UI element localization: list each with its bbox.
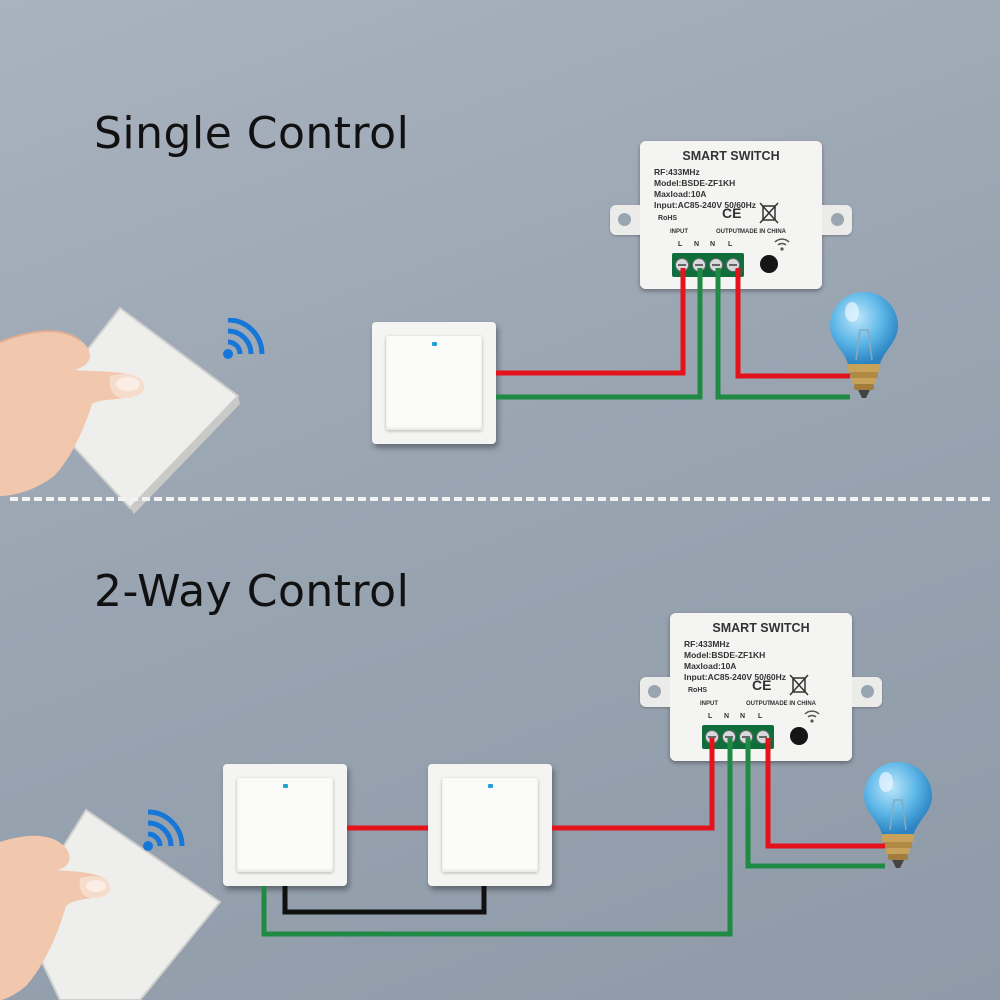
section-divider — [10, 497, 990, 501]
terminal-label-l2: L — [728, 241, 733, 248]
terminal-label-n1: N — [724, 713, 730, 720]
terminal-label-n2: N — [710, 241, 716, 248]
pairing-button — [790, 727, 808, 745]
module-rf: RF:433MHz — [654, 167, 700, 177]
light-bulb-icon — [864, 762, 932, 868]
module-maxload: Maxload:10A — [654, 189, 707, 199]
ce-mark: CE — [752, 677, 772, 693]
wall-switch-1 — [223, 764, 347, 886]
module-wifi-icon — [774, 238, 790, 251]
wifi-signal-icon — [143, 809, 185, 851]
rohs-label: RoHS — [688, 687, 708, 694]
weee-bin-icon — [759, 202, 779, 224]
smart-switch-module: SMART SWITCH RF:433MHz Model:BSDE-ZF1KH … — [640, 613, 882, 761]
wall-switch-2 — [428, 764, 552, 886]
module-model: Model:BSDE-ZF1KH — [684, 650, 766, 660]
input-label: INPUT — [670, 229, 688, 235]
module-maxload: Maxload:10A — [684, 661, 737, 671]
ce-mark: CE — [722, 205, 742, 221]
rohs-label: RoHS — [658, 215, 678, 222]
module-title: SMART SWITCH — [712, 621, 810, 635]
output-label: OUTPUT — [746, 701, 771, 707]
terminal-label-n1: N — [694, 241, 700, 248]
module-input-rating: Input:AC85-240V 50/60Hz — [684, 672, 787, 682]
terminal-block — [702, 725, 774, 749]
traveler-wire — [282, 886, 487, 915]
smart-switch-module: SMART SWITCH RF:433MHz Model:BSDE-ZF1KH … — [610, 141, 852, 289]
wifi-signal-icon — [223, 318, 265, 359]
module-input-rating: Input:AC85-240V 50/60Hz — [654, 200, 757, 210]
weee-bin-icon — [789, 674, 809, 696]
input-label: INPUT — [700, 701, 718, 707]
hand-with-remote-icon — [0, 808, 222, 1000]
output-label: OUTPUT — [716, 229, 741, 235]
made-in-label: MADE IN CHINA — [770, 701, 816, 707]
hand-with-remote-icon — [0, 306, 240, 514]
made-in-label: MADE IN CHINA — [740, 229, 786, 235]
terminal-block — [672, 253, 744, 277]
light-bulb-icon — [830, 292, 898, 398]
single-control-title: Single Control — [94, 108, 410, 159]
wall-switch — [372, 322, 496, 444]
module-model: Model:BSDE-ZF1KH — [654, 178, 736, 188]
terminal-label-l1: L — [708, 713, 713, 720]
module-rf: RF:433MHz — [684, 639, 730, 649]
module-title: SMART SWITCH — [682, 149, 780, 163]
two-way-control-title: 2-Way Control — [94, 566, 410, 617]
pairing-button — [760, 255, 778, 273]
terminal-label-l1: L — [678, 241, 683, 248]
module-wifi-icon — [804, 710, 820, 723]
terminal-label-l2: L — [758, 713, 763, 720]
terminal-label-n2: N — [740, 713, 746, 720]
